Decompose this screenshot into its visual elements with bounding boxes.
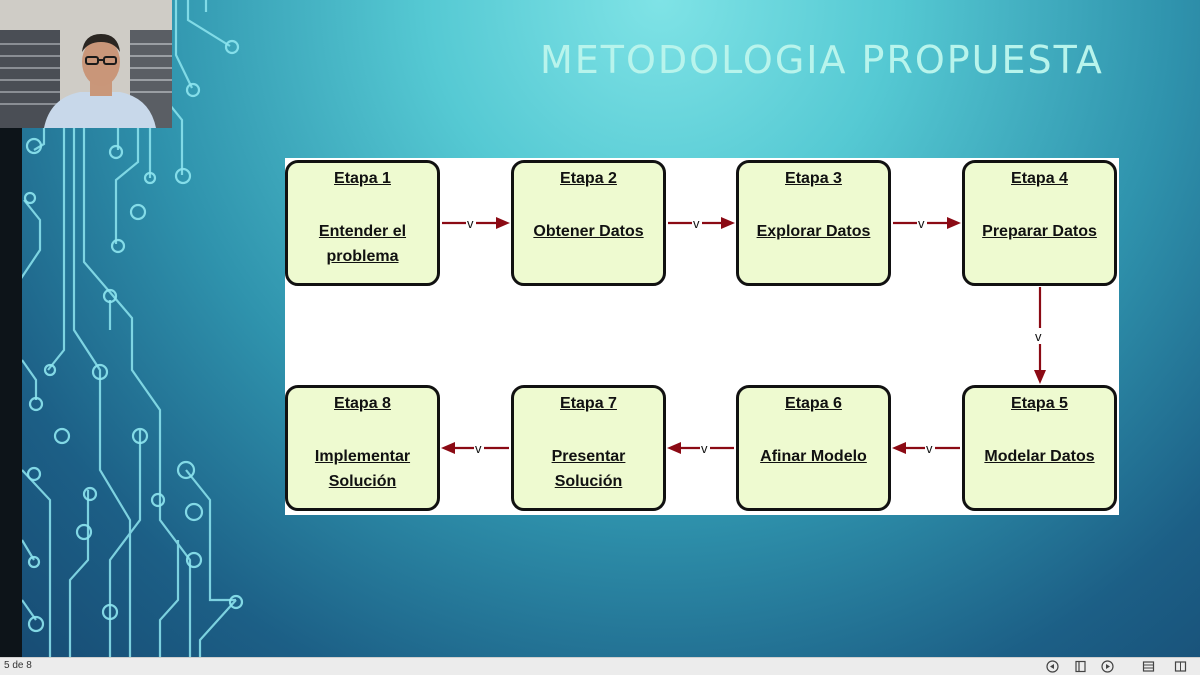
stage-6-heading: Etapa 6 xyxy=(785,395,842,412)
arrow-1-label: v xyxy=(467,216,474,231)
arrow-3-label: v xyxy=(918,216,925,231)
stage-3-line-1: Explorar Datos xyxy=(756,223,871,240)
stage-8-heading: Etapa 8 xyxy=(334,395,391,412)
stage-3-heading: Etapa 3 xyxy=(785,170,842,187)
stage-7-box: Etapa 7 Presentar Solución xyxy=(511,385,666,511)
stage-2-box: Etapa 2 Obtener Datos xyxy=(511,160,666,286)
stage-7-line-1: Presentar xyxy=(551,448,626,465)
stage-3-box: Etapa 3 Explorar Datos xyxy=(736,160,891,286)
stage-4-box: Etapa 4 Preparar Datos xyxy=(962,160,1117,286)
stage-8-line-2: Solución xyxy=(328,473,397,490)
left-dark-strip xyxy=(0,128,22,657)
presentation-slide: METODOLOGIA PROPUESTA Etapa 1 Entender e… xyxy=(0,0,1200,657)
stage-6-line-1: Afinar Modelo xyxy=(760,448,867,465)
webcam-video xyxy=(0,0,172,128)
stage-2-line-1: Obtener Datos xyxy=(533,223,644,240)
arrow-4-to-5: v xyxy=(1033,287,1047,384)
arrow-7-to-8: v xyxy=(441,441,509,456)
arrow-2-to-3: v xyxy=(668,216,735,231)
stage-5-text: Modelar Datos xyxy=(971,444,1108,469)
stage-1-line-1: Entender el xyxy=(318,223,407,240)
next-slide-icon[interactable] xyxy=(1101,660,1114,673)
arrow-2-label: v xyxy=(693,216,700,231)
stage-1-box: Etapa 1 Entender el problema xyxy=(285,160,440,286)
arrow-5-to-6: v xyxy=(892,441,960,456)
stage-7-line-2: Solución xyxy=(554,473,623,490)
status-bar: 5 de 8 xyxy=(0,657,1200,675)
slide-title: METODOLOGIA PROPUESTA xyxy=(540,38,1104,82)
stage-1-line-2: problema xyxy=(326,248,399,265)
stage-4-line-1: Preparar Datos xyxy=(982,223,1097,240)
arrow-7-label: v xyxy=(475,441,482,456)
stage-8-text: Implementar Solución xyxy=(294,444,431,494)
stage-4-heading: Etapa 4 xyxy=(1011,170,1068,187)
arrow-3-to-4: v xyxy=(893,216,961,231)
stage-8-box: Etapa 8 Implementar Solución xyxy=(285,385,440,511)
slide-sorter-icon[interactable] xyxy=(1074,660,1087,673)
stage-5-heading: Etapa 5 xyxy=(1011,395,1068,412)
normal-view-icon[interactable] xyxy=(1142,660,1155,673)
stage-1-text: Entender el problema xyxy=(294,219,431,269)
stage-5-line-1: Modelar Datos xyxy=(984,448,1095,465)
stage-3-text: Explorar Datos xyxy=(745,219,882,244)
methodology-diagram: Etapa 1 Entender el problema Etapa 2 Obt… xyxy=(285,158,1119,515)
arrow-4-label: v xyxy=(1035,329,1042,344)
stage-5-box: Etapa 5 Modelar Datos xyxy=(962,385,1117,511)
stage-2-heading: Etapa 2 xyxy=(560,170,617,187)
stage-1-heading: Etapa 1 xyxy=(334,170,391,187)
stage-6-text: Afinar Modelo xyxy=(745,444,882,469)
arrow-6-to-7: v xyxy=(667,441,734,456)
arrow-5-label: v xyxy=(926,441,933,456)
stage-4-text: Preparar Datos xyxy=(971,219,1108,244)
circuit-decoration xyxy=(19,0,244,657)
slide-counter: 5 de 8 xyxy=(4,660,32,671)
stage-7-heading: Etapa 7 xyxy=(560,395,617,412)
stage-8-line-1: Implementar xyxy=(314,448,411,465)
arrow-6-label: v xyxy=(701,441,708,456)
stage-2-text: Obtener Datos xyxy=(520,219,657,244)
reading-view-icon[interactable] xyxy=(1174,660,1187,673)
stage-6-box: Etapa 6 Afinar Modelo xyxy=(736,385,891,511)
arrow-1-to-2: v xyxy=(442,216,510,231)
prev-slide-icon[interactable] xyxy=(1046,660,1059,673)
stage-7-text: Presentar Solución xyxy=(520,444,657,494)
